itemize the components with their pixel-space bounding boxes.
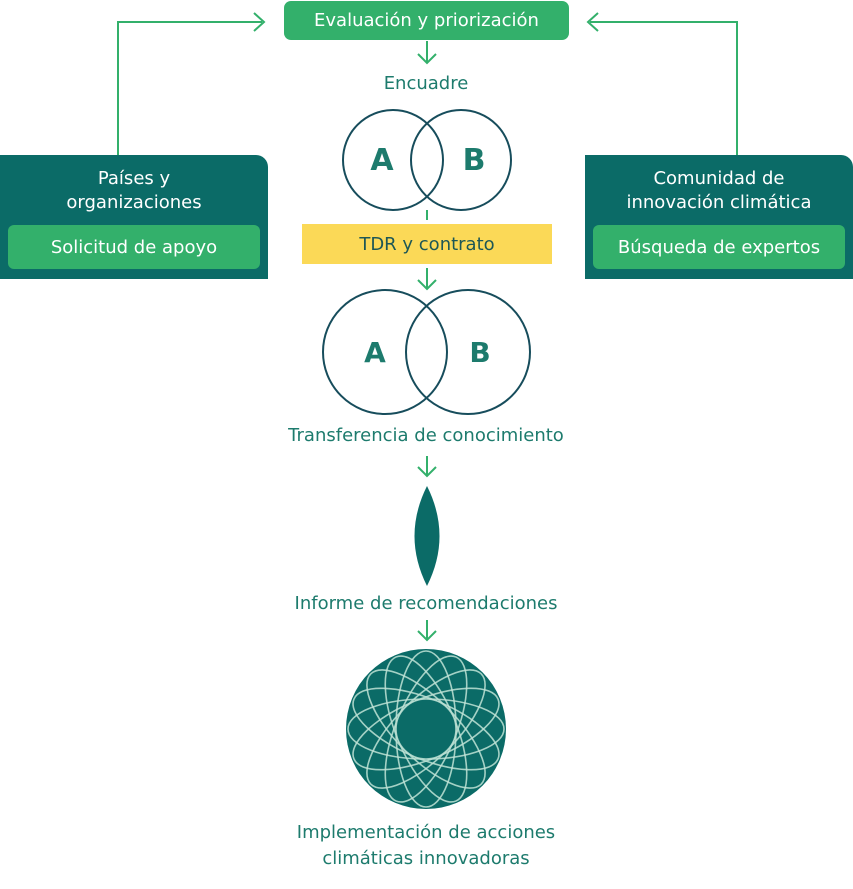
- transfer-venn: A B: [322, 289, 531, 415]
- evaluation-prioritization-label: Evaluación y priorización: [314, 10, 539, 31]
- framing-circle-b: [410, 109, 512, 211]
- left-feedback-arrowhead: [253, 12, 266, 32]
- knowledge-transfer-label: Transferencia de conocimiento: [288, 425, 564, 446]
- support-request-button[interactable]: Solicitud de apoyo: [8, 225, 260, 269]
- framing-letter-b: B: [463, 143, 486, 178]
- climate-innovation-community-panel: Comunidad de innovación climática Búsque…: [585, 155, 853, 279]
- expert-search-button[interactable]: Búsqueda de expertos: [593, 225, 845, 269]
- tdr-contract-label: TDR y contrato: [359, 233, 495, 255]
- transfer-circle-b: [405, 289, 531, 415]
- tdr-contract-box: TDR y contrato: [302, 224, 552, 264]
- transfer-letter-b: B: [469, 336, 490, 369]
- rosette: [346, 649, 506, 809]
- down-arrow-2: [417, 268, 437, 291]
- support-request-label: Solicitud de apoyo: [50, 236, 218, 258]
- framing-venn: A B: [342, 109, 512, 211]
- right-feedback-connector: [590, 21, 738, 155]
- expert-search-label: Búsqueda de expertos: [617, 236, 821, 258]
- countries-organizations-title: Países y organizaciones: [66, 168, 202, 213]
- framing-circle-a: [342, 109, 444, 211]
- down-arrow-1: [417, 41, 437, 65]
- right-feedback-arrowhead: [586, 12, 599, 32]
- down-arrow-4: [417, 620, 437, 642]
- transfer-circle-a: [322, 289, 448, 415]
- rosette-center: [395, 698, 457, 760]
- down-arrow-3: [417, 456, 437, 478]
- lens-shape: [414, 486, 440, 586]
- left-feedback-connector: [117, 21, 262, 155]
- framing-letter-a: A: [370, 143, 394, 178]
- transfer-letter-a: A: [364, 336, 386, 369]
- climate-innovation-community-title: Comunidad de innovación climática: [626, 168, 812, 213]
- evaluation-prioritization-box: Evaluación y priorización: [284, 1, 569, 40]
- countries-organizations-panel: Países y organizaciones Solicitud de apo…: [0, 155, 268, 279]
- framing-label: Encuadre: [383, 73, 469, 94]
- recommendations-report-label: Informe de recomendaciones: [294, 593, 558, 614]
- implementation-label: Implementación de acciones climáticas in…: [296, 822, 556, 869]
